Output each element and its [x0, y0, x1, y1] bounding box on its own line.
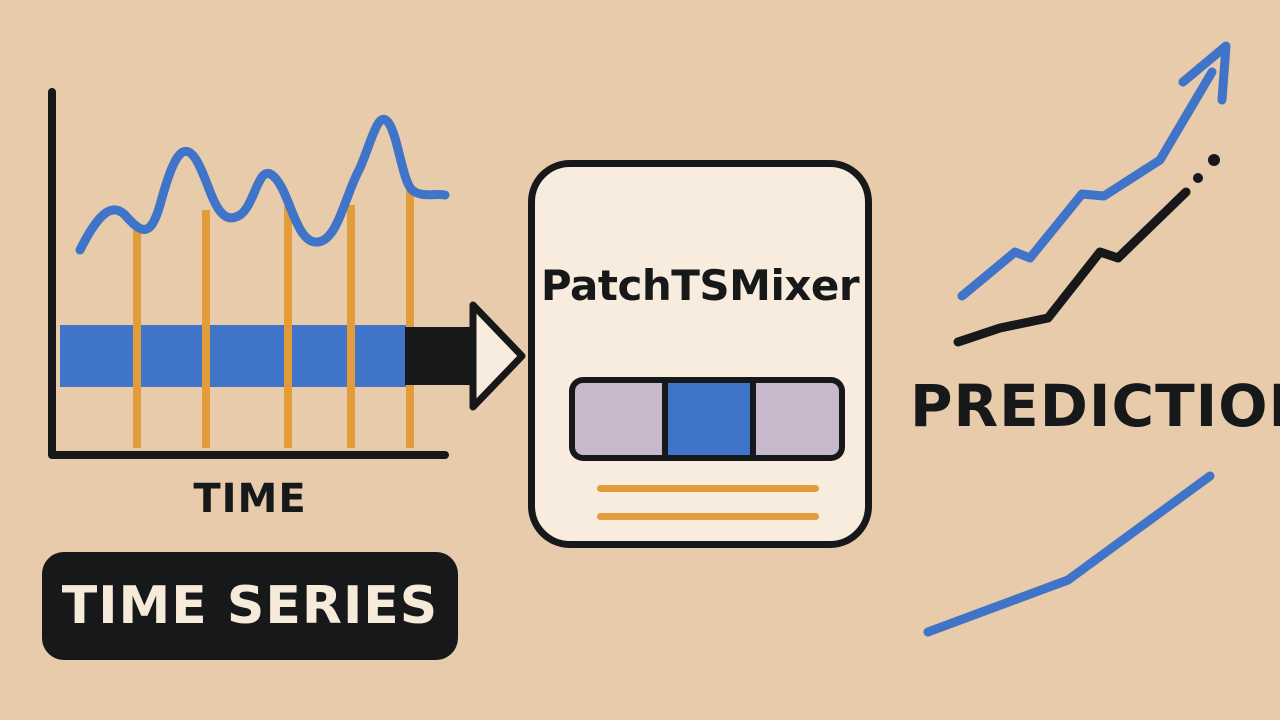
prediction-label: PREDICTION — [910, 372, 1280, 440]
prediction-line-lower — [923, 471, 1215, 637]
time-axis-label: TIME — [193, 476, 307, 522]
patch-block-active — [667, 383, 751, 455]
patch-strip — [569, 377, 845, 461]
patch-markers — [133, 190, 414, 448]
prediction-dot — [1208, 154, 1220, 166]
arrow-right-icon — [405, 301, 526, 411]
output-line — [597, 485, 819, 492]
output-line — [597, 513, 819, 520]
time-series-plot — [48, 88, 450, 459]
plot-axes — [48, 88, 449, 459]
time-series-badge-label: TIME SERIES — [61, 576, 439, 636]
prediction-dot — [1193, 173, 1203, 183]
prediction-line-blue — [957, 67, 1217, 301]
series-line — [75, 114, 450, 255]
prediction-plot — [923, 41, 1231, 637]
patch-block — [756, 383, 839, 455]
series-band — [60, 325, 410, 387]
trend-up-arrow-icon — [1178, 41, 1231, 105]
patch-block — [575, 383, 662, 455]
time-series-badge: TIME SERIES — [42, 552, 458, 660]
prediction-line-black — [953, 187, 1191, 347]
model-name: PatchTSMixer — [540, 261, 860, 310]
model-card: PatchTSMixer — [528, 160, 872, 548]
